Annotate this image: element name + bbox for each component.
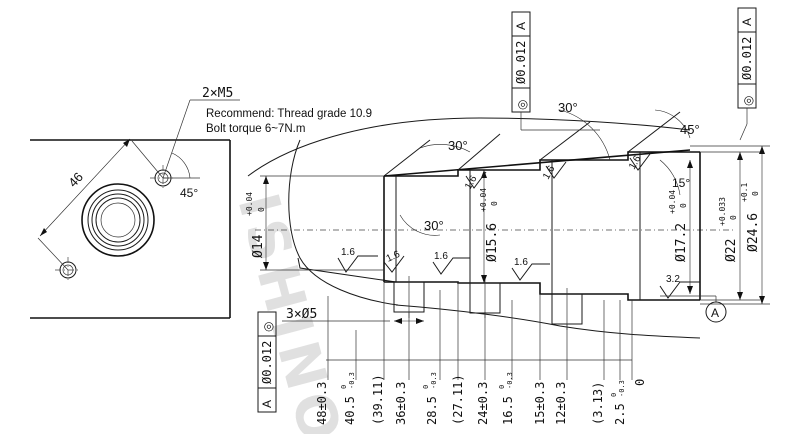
dim-d17-2-tol-lo: 0 [679,203,688,208]
svg-text:0: 0 [633,379,647,386]
dim-d17-2-tol-up: +0.04 [668,190,677,214]
roughness-symbol: 1.6 [432,251,470,275]
svg-text:Ø0.012: Ø0.012 [260,341,274,384]
angle-30-left: 30° [448,138,468,153]
svg-text:24±0.3: 24±0.3 [476,382,490,425]
length-dim-3-13: (3.13) [591,382,605,425]
svg-text:A: A [514,22,528,30]
angle-15: 15° [672,176,690,190]
length-dim-16-5: 16.5 0 -0.3 [498,372,515,425]
svg-text:-0.3: -0.3 [506,372,514,389]
hole-callout-2xm5: 2×M5 [202,86,233,101]
dim-d22-tol-up: +0.033 [718,197,727,226]
length-dim-36: 36±0.3 [394,382,408,425]
length-dim-12: 12±0.3 [554,382,568,425]
left-view: 46 45° 2×M5 Recommend: Thread grade 10.9… [30,86,372,319]
svg-text:15±0.3: 15±0.3 [533,382,547,425]
svg-text:A: A [740,18,754,26]
svg-text:0: 0 [498,385,506,389]
dim-d22-tol-lo: 0 [729,215,738,220]
svg-text:-0.3: -0.3 [430,372,438,389]
dim-d24-6-tol-up: +0.1 [740,183,749,202]
svg-text:Ø0.012: Ø0.012 [740,37,754,80]
svg-text:◎: ◎ [261,322,275,332]
svg-text:1.6: 1.6 [385,249,403,265]
svg-text:◎: ◎ [515,100,529,110]
length-dim-28-5: 28.5 0 -0.3 [422,372,439,425]
length-dim-2-5: 2.5 0 -0.3 [610,380,627,425]
length-dimension-baseline [326,282,633,380]
svg-text:0: 0 [340,385,348,389]
dim-d22: Ø22 [724,239,739,262]
svg-text:(27.11): (27.11) [451,374,465,425]
datum-a-label: A [711,306,719,320]
dim-d14-tol-up: +0.04 [245,192,254,216]
feature-control-frame-bottom-left: ◎ Ø0.012 A [257,311,277,413]
angle-30-mid: 30° [424,218,444,233]
svg-text:28.5: 28.5 [425,396,439,425]
dim-d14: Ø14 [251,234,266,258]
angle-30-top: 30° [558,100,578,115]
note-thread-grade: Recommend: Thread grade 10.9 [206,108,372,120]
svg-text:-0.3: -0.3 [348,372,356,389]
angle-45-left: 45° [180,186,198,200]
part-outline [247,111,735,339]
roughness-symbol: 1.6 [541,161,567,182]
svg-text:1.6: 1.6 [514,257,528,268]
length-dim-48: 48±0.3 [315,382,329,425]
roughness-symbol: 1.6 [337,247,378,273]
svg-text:0: 0 [610,393,618,397]
svg-text:-0.3: -0.3 [618,380,626,397]
feature-control-frame-top-center: A Ø0.012 ◎ [511,11,600,131]
dim-d17-2: Ø17.2 [674,223,689,262]
svg-text:A: A [260,400,274,408]
svg-text:40.5: 40.5 [343,396,357,425]
length-dim-39-11: (39.11) [371,374,385,425]
dim-d14-tol-lo: 0 [257,207,266,212]
length-dim-15: 15±0.3 [533,382,547,425]
length-dim-0: 0 [633,379,647,386]
svg-text:1.6: 1.6 [341,247,355,258]
svg-text:1.6: 1.6 [541,164,558,182]
svg-text:12±0.3: 12±0.3 [554,382,568,425]
length-dim-24: 24±0.3 [476,382,490,425]
angle-45-right: 45° [680,122,700,137]
angle-annotations [399,109,691,236]
svg-text:◎: ◎ [741,96,755,106]
feature-control-frame-top-right: A Ø0.012 ◎ [737,7,757,141]
svg-text:16.5: 16.5 [501,396,515,425]
datum-a-marker [705,301,727,323]
length-dimension-labels: 48±0.3 40.5 0 -0.3 (39.11) 36±0.3 28.5 0… [315,372,647,425]
svg-text:1.6: 1.6 [463,174,480,192]
dim-46: 46 [65,169,86,190]
roughness-symbol: 1.6 [383,249,405,273]
svg-text:1.6: 1.6 [627,154,644,172]
svg-text:48±0.3: 48±0.3 [315,382,329,425]
dim-d24-6: Ø24.6 [746,213,761,252]
length-dim-40-5: 40.5 0 -0.3 [340,372,357,425]
svg-text:0: 0 [422,385,430,389]
svg-text:Ø0.012: Ø0.012 [514,41,528,84]
svg-text:3.2: 3.2 [666,274,680,285]
svg-text:36±0.3: 36±0.3 [394,382,408,425]
svg-text:(39.11): (39.11) [371,374,385,425]
note-bolt-torque: Bolt torque 6~7N.m [206,123,305,135]
holes-callout-3xd5: 3×Ø5 [286,307,317,322]
dim-d24-6-tol-lo: 0 [751,191,760,196]
dim-d15-6-tol-lo: 0 [490,201,499,206]
roughness-symbol: 3.2 [659,274,700,299]
roughness-symbol: 1.6 [511,257,550,281]
svg-text:1.6: 1.6 [434,251,448,262]
diameter-dimensions [260,145,770,305]
dim-d15-6: Ø15.6 [485,223,500,262]
length-dim-27-11: (27.11) [451,374,465,425]
dim-d15-6-tol-up: +0.04 [479,188,488,212]
svg-text:(3.13): (3.13) [591,382,605,425]
svg-text:2.5: 2.5 [613,403,627,425]
roughness-symbol: 1.6 [627,154,651,172]
